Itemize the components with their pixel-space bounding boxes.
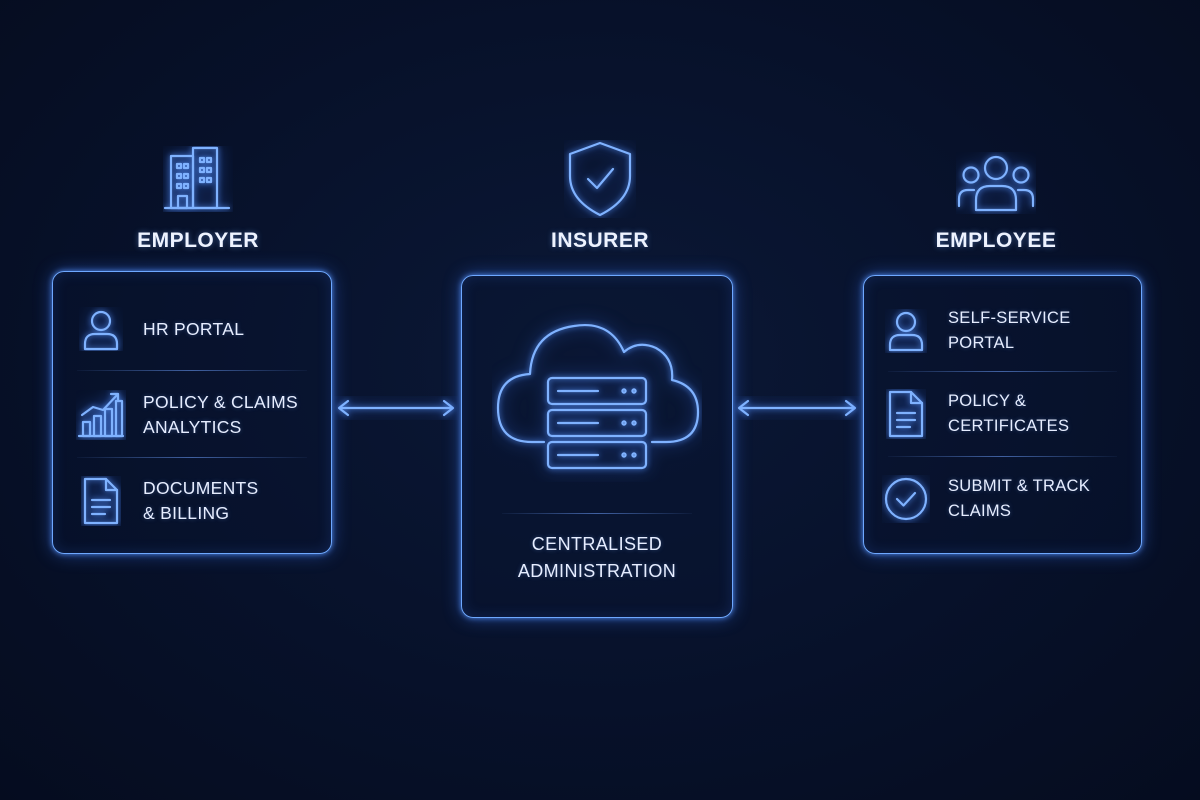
insurer-panel: CENTRALISED ADMINISTRATION: [461, 275, 733, 618]
employee-item-label: SUBMIT & TRACK: [948, 477, 1091, 495]
insurer-heading: INSURER: [550, 229, 649, 252]
employer-item-documents[interactable]: DOCUMENTS & BILLING: [53, 474, 331, 528]
employer-item-label: POLICY & CLAIMS: [143, 392, 298, 412]
employee-item-label: POLICY &: [948, 392, 1027, 410]
employee-item-label: CERTIFICATES: [948, 417, 1070, 435]
employer-item-label: DOCUMENTS: [143, 478, 259, 498]
divider: [502, 513, 692, 514]
employee-panel: SELF-SERVICE PORTAL POLICY & CERTIF: [863, 275, 1142, 554]
building-icon: [163, 146, 233, 217]
check-circle-icon: [876, 475, 936, 523]
employer-item-hr-portal[interactable]: HR PORTAL: [53, 304, 331, 354]
employer-insurer-connector: [334, 396, 458, 425]
user-icon: [71, 307, 131, 351]
employee-item-self-service[interactable]: SELF-SERVICE PORTAL: [864, 306, 1141, 356]
divider: [77, 370, 307, 371]
shield-check-icon: [564, 140, 636, 223]
employer-item-label: ANALYTICS: [143, 417, 242, 437]
document-icon: [71, 476, 131, 526]
group-icon: [956, 152, 1036, 219]
cloud-server-icon: [492, 302, 702, 487]
user-icon: [876, 309, 936, 353]
employee-item-label: SELF-SERVICE PORTAL: [948, 309, 1071, 352]
employee-item-label: CLAIMS: [948, 502, 1012, 520]
divider: [888, 456, 1117, 457]
employer-heading: EMPLOYER: [137, 229, 259, 252]
employee-heading: EMPLOYEE: [935, 229, 1057, 252]
divider: [888, 371, 1117, 372]
employer-item-label: & BILLING: [143, 503, 230, 523]
employer-item-analytics[interactable]: POLICY & CLAIMS ANALYTICS: [53, 388, 331, 442]
employee-item-policy[interactable]: POLICY & CERTIFICATES: [864, 387, 1141, 441]
employer-panel: HR PORTAL POLICY: [52, 271, 332, 554]
bar-chart-icon: [71, 390, 131, 440]
divider: [77, 457, 307, 458]
document-icon: [876, 389, 936, 439]
insurer-employee-connector: [734, 396, 860, 425]
insurer-label: CENTRALISED: [531, 534, 663, 554]
employee-item-claims[interactable]: SUBMIT & TRACK CLAIMS: [864, 472, 1141, 526]
employer-item-label: HR PORTAL: [143, 318, 245, 339]
insurer-label: ADMINISTRATION: [517, 561, 677, 581]
